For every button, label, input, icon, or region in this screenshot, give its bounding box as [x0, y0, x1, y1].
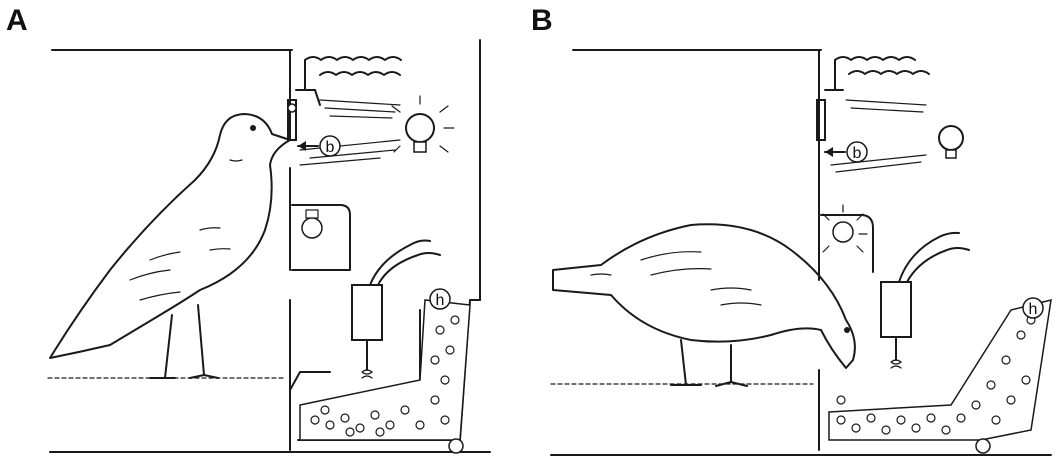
callout-h-label-b: h — [1029, 301, 1038, 318]
diagram-b: b — [531, 0, 1062, 459]
callout-h-a: h — [430, 289, 450, 309]
magazine-light-a — [292, 205, 350, 270]
callout-h-label-a: h — [436, 292, 445, 309]
wires-a — [305, 57, 401, 90]
relay-a — [300, 100, 400, 165]
solenoid-b — [881, 233, 969, 368]
key-light-bulb-b-off — [939, 126, 963, 158]
key-light-bulb-a — [392, 96, 454, 152]
food-hopper-b-raised — [829, 300, 1051, 453]
callout-b-a: b — [298, 136, 340, 156]
diagram-a: b — [0, 0, 531, 459]
pigeon-standing — [50, 114, 290, 378]
relay-b — [831, 100, 926, 172]
callout-b-b: b — [825, 142, 867, 162]
callout-b-label-b: b — [853, 145, 862, 162]
callout-h-b: h — [1023, 298, 1043, 318]
callout-b-label-a: b — [326, 139, 335, 156]
panel-b: B b — [531, 0, 1062, 459]
peck-key-b — [817, 90, 843, 140]
wires-b — [835, 57, 929, 90]
food-hopper-a — [290, 300, 480, 453]
peck-key-a — [288, 90, 320, 140]
magazine-light-b-lit — [821, 205, 873, 272]
panel-a: A — [0, 0, 531, 459]
pigeon-feeding — [553, 224, 855, 386]
